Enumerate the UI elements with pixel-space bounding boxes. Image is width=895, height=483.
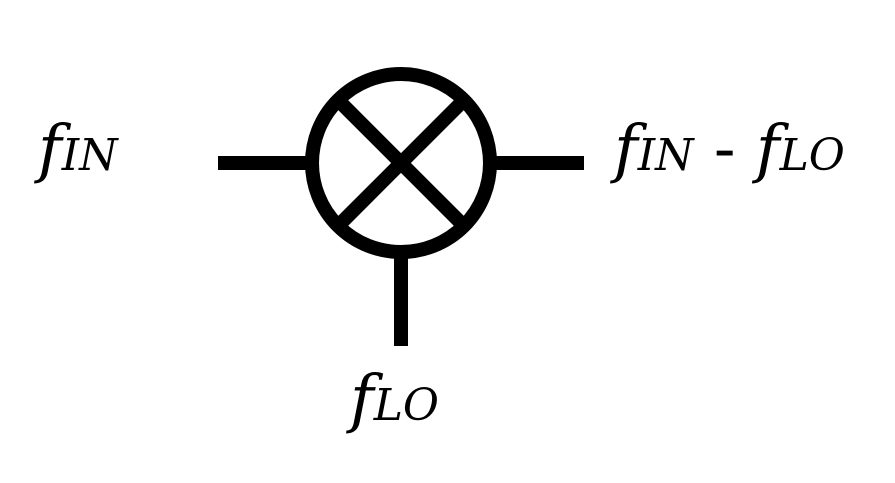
f-symbol: f [38,112,62,186]
output-label: fIN - fLO [614,112,845,186]
subscript: LO [373,380,439,431]
minus-sign: - [693,112,756,186]
mixer-cross-line [333,95,469,231]
subscript: LO [779,130,845,181]
f-symbol: f [614,112,638,186]
mixer-circle-icon [305,67,497,259]
subscript: IN [637,130,694,181]
f-symbol: f [350,362,374,436]
lo-label: fLO [350,362,439,436]
input-label: fIN [38,112,118,186]
f-symbol: f [755,112,780,186]
subscript: IN [61,130,118,181]
